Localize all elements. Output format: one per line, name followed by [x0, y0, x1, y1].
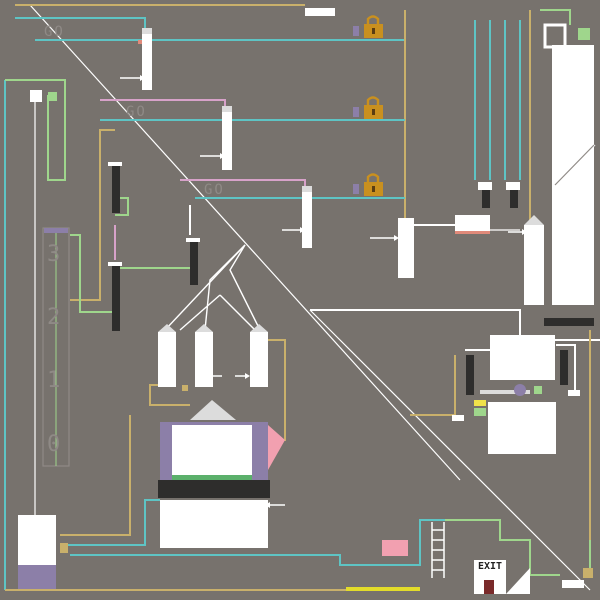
floor-number: 0 [47, 432, 60, 457]
floor-pad [346, 587, 420, 591]
exit-sign: EXIT [474, 560, 506, 574]
storage-tank [544, 25, 594, 326]
floor-number: 3 [47, 242, 60, 267]
lock-icon[interactable] [353, 98, 383, 120]
press-machine[interactable] [200, 106, 232, 170]
lock-icon[interactable] [353, 175, 383, 197]
press-machine[interactable] [120, 28, 152, 90]
go-label[interactable]: GO [126, 104, 147, 120]
press-machine[interactable] [370, 218, 414, 278]
gear-icon[interactable] [514, 384, 526, 396]
go-label[interactable]: GO [44, 24, 65, 40]
press-machine[interactable] [282, 186, 312, 248]
top-platform [305, 8, 335, 16]
elevator-top [30, 90, 42, 102]
floor-number: 2 [47, 305, 60, 330]
pink-crate [382, 540, 408, 556]
ladder[interactable] [432, 522, 444, 578]
furnace-machine [158, 400, 285, 548]
cylinder-tank [158, 324, 176, 387]
cylinder-tank [250, 324, 268, 387]
go-label[interactable]: GO [204, 182, 225, 198]
cylinder-tank [508, 215, 544, 305]
feed-box [455, 215, 490, 233]
lock-icon[interactable] [353, 17, 383, 39]
floor-number: 1 [47, 368, 60, 393]
distribution-lines [165, 245, 260, 330]
processing-unit [490, 335, 555, 380]
diagonal-line [30, 5, 460, 480]
processing-unit [488, 402, 556, 454]
pipe-network [5, 5, 600, 590]
elevator-cabin[interactable] [18, 515, 68, 589]
